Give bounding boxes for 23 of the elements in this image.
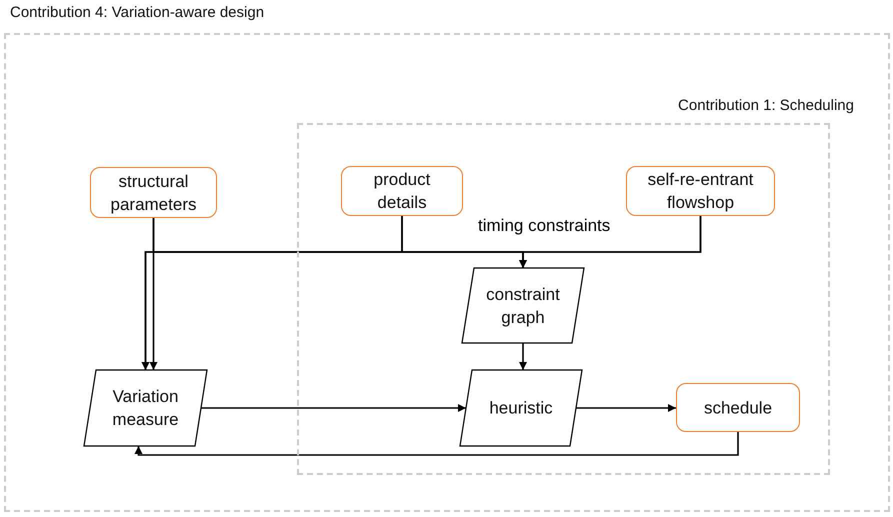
connector-arrow (134, 432, 739, 456)
group-heading: Contribution 4: Variation-aware design (10, 4, 264, 21)
rounded-box (626, 166, 775, 216)
rounded-box (676, 383, 800, 432)
connector-arrow (519, 343, 527, 370)
node-label: Variation measure (111, 386, 180, 431)
parallelogram-shape (462, 268, 584, 343)
edge-label: timing constraints (476, 216, 612, 236)
node-label: product details (372, 169, 432, 214)
connector-arrow (142, 216, 702, 370)
node-label: self-re-entrant flowshop (646, 169, 754, 214)
node-label: schedule (702, 397, 774, 419)
node-label: structural parameters (110, 170, 198, 216)
group-heading: Contribution 1: Scheduling (678, 97, 854, 114)
parallelogram-shape (84, 370, 207, 446)
rounded-box (90, 167, 217, 218)
parallelogram-shape (460, 370, 582, 446)
connector-arrow (576, 404, 676, 412)
node-label: constraint graph (485, 284, 561, 328)
connector-arrow (201, 404, 466, 412)
rounded-box (341, 166, 463, 216)
node-label: heuristic (488, 398, 554, 420)
connector-arrow (150, 218, 158, 370)
